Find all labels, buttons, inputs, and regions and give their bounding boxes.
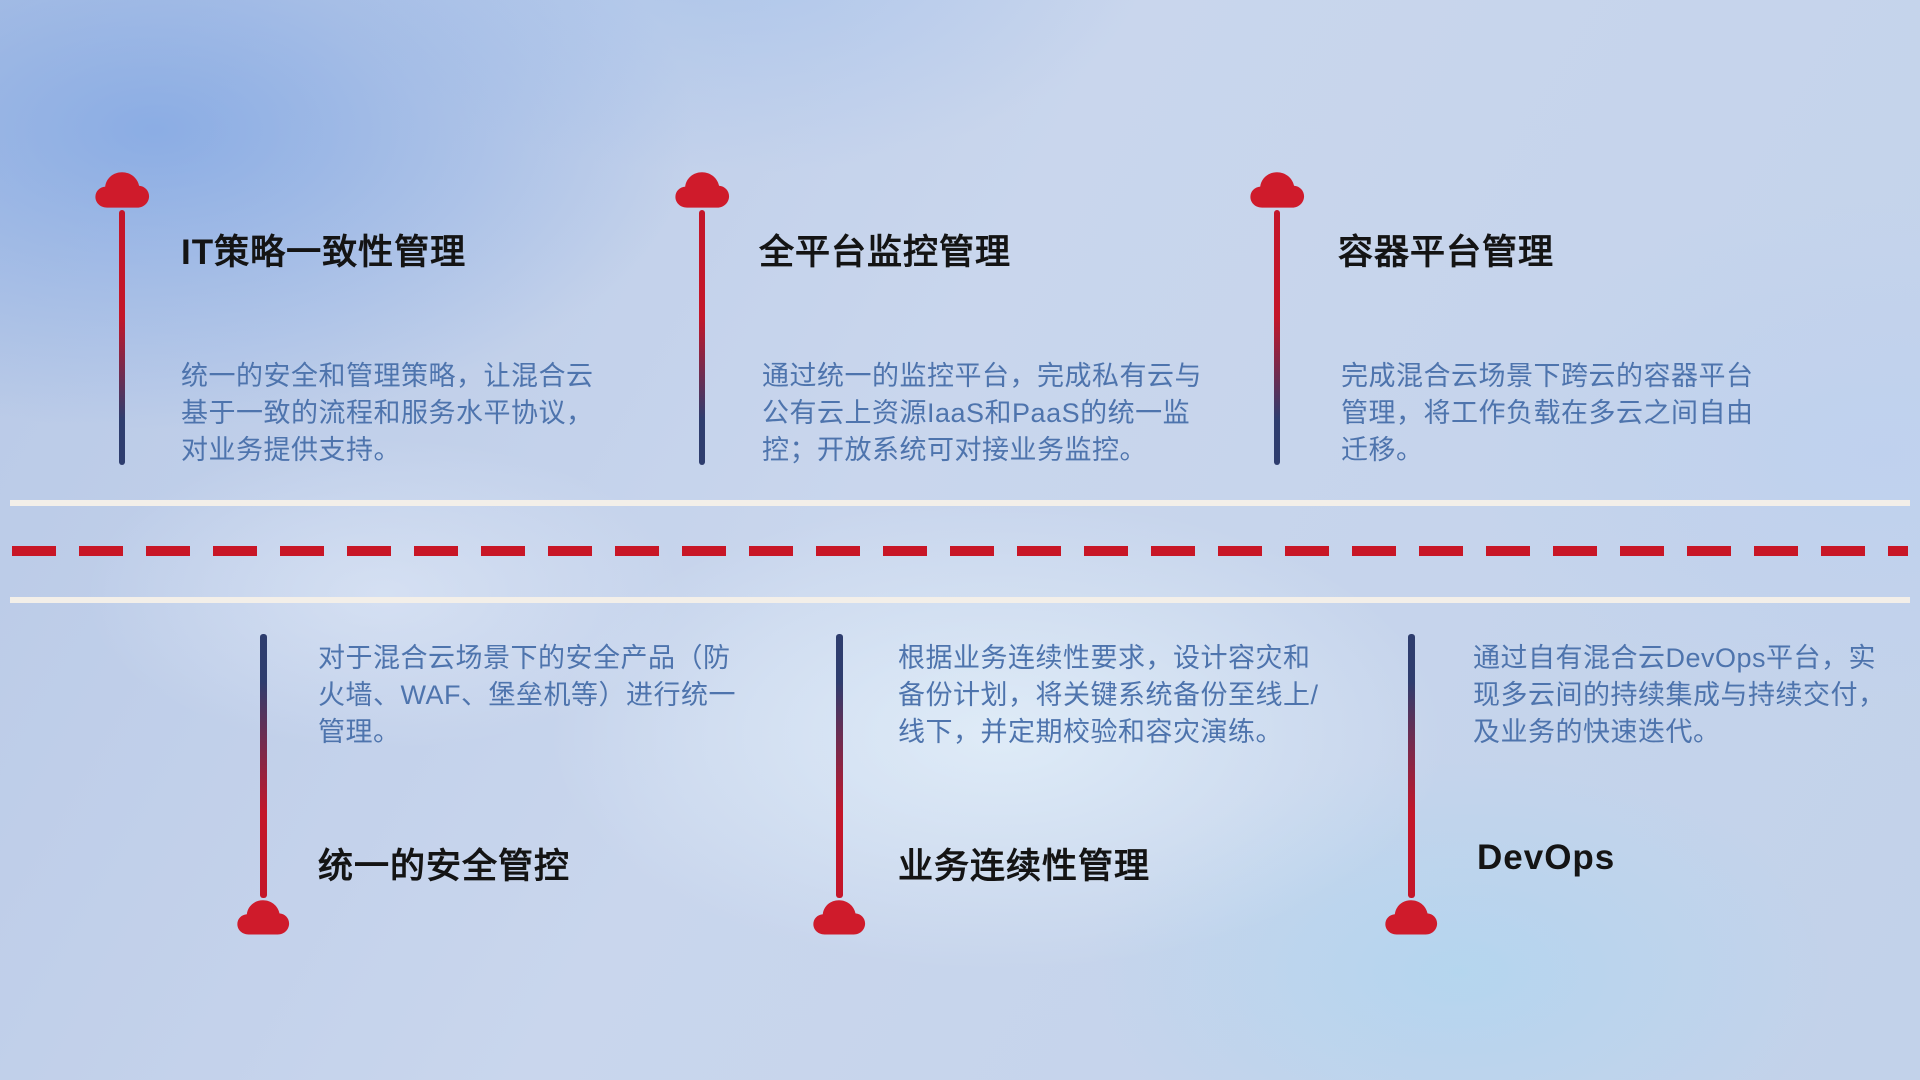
cloud-icon [1384,896,1438,937]
capability-title: 业务连续性管理 [898,847,1151,886]
timeline-connector [260,634,267,898]
cloud-icon [1249,168,1305,210]
capability-title: 全平台监控管理 [759,233,1012,272]
capability-description: 统一的安全和管理策略，让混合云基于一致的流程和服务水平协议，对业务提供支持。 [181,361,594,465]
capability-title: 统一的安全管控 [318,847,571,886]
capability-title: DevOps [1477,838,1616,877]
road-edge-bottom [10,597,1910,603]
road-edge-top [10,500,1910,506]
capability-description: 通过统一的监控平台，完成私有云与公有云上资源IaaS和PaaS的统一监控；开放系… [762,361,1202,465]
cloud-icon [674,168,730,210]
capability-title: IT策略一致性管理 [181,233,467,272]
capability-description: 根据业务连续性要求，设计容灾和备份计划，将关键系统备份至线上/线下，并定期校验和… [898,643,1319,747]
cloud-icon [812,896,866,937]
timeline-connector [119,210,125,465]
capability-description: 对于混合云场景下的安全产品（防火墙、WAF、堡垒机等）进行统一管理。 [318,643,736,747]
road-center-dashed-line [12,546,1908,556]
capability-description: 通过自有混合云DevOps平台，实现多云间的持续集成与持续交付，及业务的快速迭代… [1473,643,1886,747]
timeline-connector [1408,634,1415,898]
timeline-connector [699,210,705,465]
capability-description: 完成混合云场景下跨云的容器平台管理，将工作负载在多云之间自由迁移。 [1341,361,1754,465]
cloud-icon [236,896,290,937]
capability-title: 容器平台管理 [1338,233,1555,272]
timeline-connector [1274,210,1280,465]
timeline-connector [836,634,843,898]
cloud-icon [94,168,150,210]
